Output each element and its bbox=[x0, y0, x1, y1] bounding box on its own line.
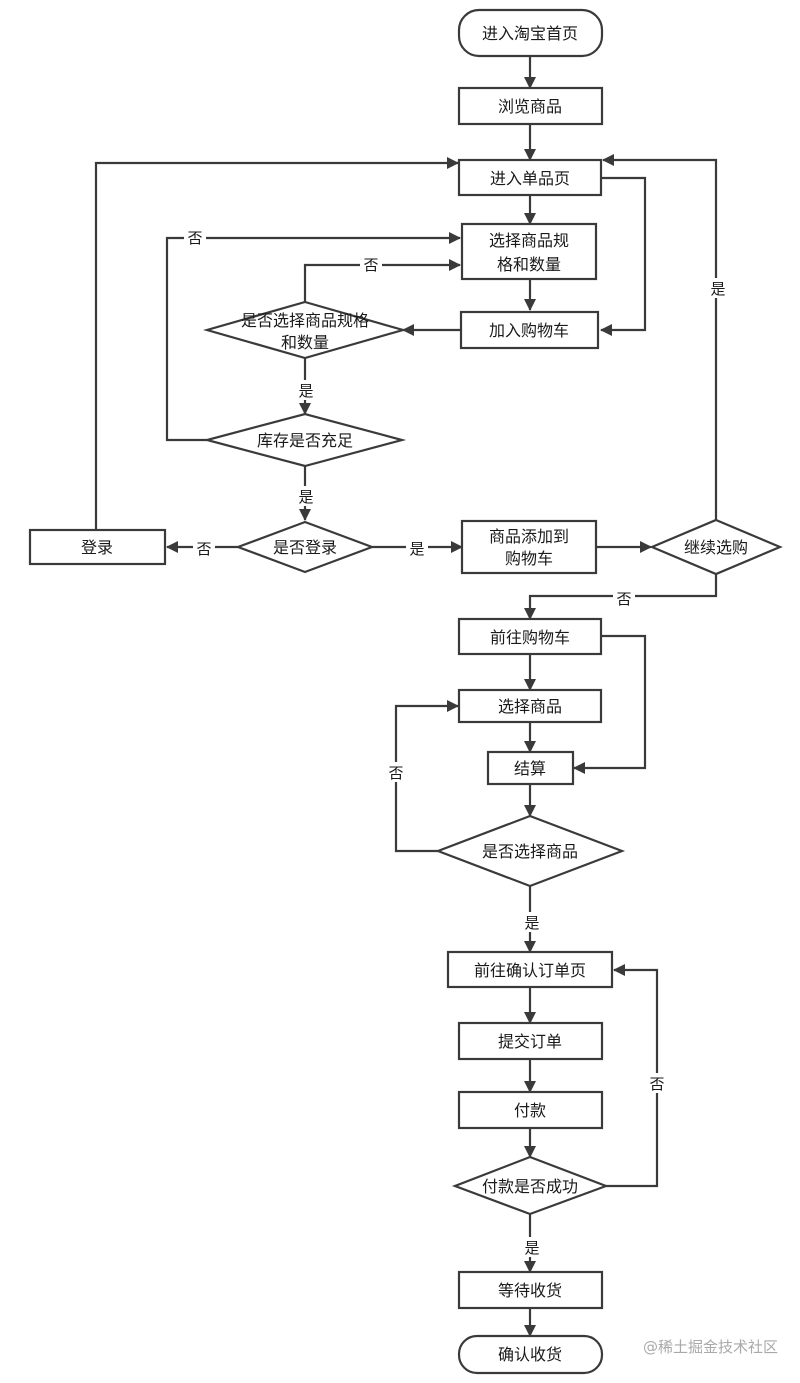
node-enter-home-label: 进入淘宝首页 bbox=[482, 24, 578, 43]
watermark: @稀土掘金技术社区 bbox=[643, 1338, 778, 1356]
node-pay-label: 付款 bbox=[514, 1101, 546, 1120]
node-enter-item-page: 进入单品页 bbox=[457, 158, 603, 197]
node-await-delivery-label: 等待收货 bbox=[498, 1281, 562, 1300]
node-goods-added-line1: 商品添加到 bbox=[489, 527, 569, 546]
node-checkout: 结算 bbox=[486, 750, 575, 786]
node-select-spec-line1: 选择商品规 bbox=[489, 231, 569, 250]
nodes: 进入淘宝首页 浏览商品 进入单品页 选择商品规 格和数量 加入购物车 是否选择商… bbox=[28, 8, 783, 1375]
label-payq-yes: 是 bbox=[524, 1239, 539, 1257]
edge-stockq-no bbox=[165, 232, 461, 442]
node-login-label: 登录 bbox=[81, 538, 113, 557]
node-select-goods: 选择商品 bbox=[457, 688, 603, 724]
node-enter-item-page-label: 进入单品页 bbox=[490, 169, 570, 188]
node-continue-shopping-q-label: 继续选购 bbox=[684, 538, 748, 557]
node-confirm-order-page: 前往确认订单页 bbox=[446, 950, 614, 989]
label-continue-yes: 是 bbox=[710, 280, 725, 298]
label-goodsq-no: 否 bbox=[388, 764, 403, 782]
node-add-to-cart-label: 加入购物车 bbox=[489, 321, 569, 340]
label-continue-no: 否 bbox=[616, 590, 631, 608]
node-pay-success-q-label: 付款是否成功 bbox=[482, 1177, 578, 1196]
edge-labels: 否 否 是 是 否 是 是 否 否 是 否 是 bbox=[184, 228, 729, 1257]
node-stock-enough-q-label: 库存是否充足 bbox=[257, 431, 353, 450]
node-pay: 付款 bbox=[457, 1090, 604, 1130]
node-goods-selected-q-label: 是否选择商品 bbox=[482, 842, 578, 861]
node-spec-selected-q: 是否选择商品规格 和数量 bbox=[202, 300, 408, 360]
node-enter-home: 进入淘宝首页 bbox=[457, 8, 604, 58]
node-stock-enough-q: 库存是否充足 bbox=[202, 412, 407, 468]
label-specq-no: 否 bbox=[363, 256, 378, 274]
node-await-delivery: 等待收货 bbox=[457, 1270, 604, 1310]
node-goods-selected-q: 是否选择商品 bbox=[434, 814, 626, 888]
label-loginq-yes: 是 bbox=[409, 540, 424, 558]
edge-login-to-item bbox=[94, 157, 459, 530]
node-pay-success-q: 付款是否成功 bbox=[451, 1155, 610, 1216]
node-select-spec: 选择商品规 格和数量 bbox=[460, 222, 598, 281]
node-confirm-receipt: 确认收货 bbox=[457, 1334, 604, 1375]
label-stockq-no: 否 bbox=[187, 229, 202, 247]
node-go-to-cart-label: 前往购物车 bbox=[490, 628, 570, 647]
node-continue-shopping-q: 继续选购 bbox=[649, 518, 783, 576]
node-checkout-label: 结算 bbox=[514, 759, 546, 778]
edge-continue-yes bbox=[602, 154, 718, 520]
node-spec-selected-q-line2: 和数量 bbox=[281, 333, 329, 352]
label-loginq-no: 否 bbox=[196, 540, 211, 558]
edge-specq-no bbox=[303, 259, 461, 302]
edge-cart-to-checkout bbox=[573, 634, 647, 774]
node-browse-goods-label: 浏览商品 bbox=[498, 97, 562, 116]
node-submit-order-label: 提交订单 bbox=[498, 1032, 562, 1051]
node-spec-selected-q-line1: 是否选择商品规格 bbox=[241, 311, 369, 330]
node-goods-added-line2: 购物车 bbox=[505, 549, 553, 568]
node-submit-order: 提交订单 bbox=[457, 1021, 604, 1061]
node-logged-in-q: 是否登录 bbox=[234, 520, 376, 574]
label-stockq-yes: 是 bbox=[298, 488, 313, 506]
node-go-to-cart: 前往购物车 bbox=[457, 617, 603, 656]
node-confirm-receipt-label: 确认收货 bbox=[498, 1345, 562, 1364]
node-browse-goods: 浏览商品 bbox=[457, 86, 604, 126]
edge-item-to-addcart bbox=[600, 176, 647, 336]
label-specq-yes: 是 bbox=[298, 382, 313, 400]
label-goodsq-yes: 是 bbox=[524, 914, 539, 932]
node-select-spec-line2: 格和数量 bbox=[497, 255, 561, 274]
label-payq-no: 否 bbox=[649, 1075, 664, 1093]
node-goods-added: 商品添加到 购物车 bbox=[460, 519, 598, 575]
node-select-goods-label: 选择商品 bbox=[498, 697, 562, 716]
node-login: 登录 bbox=[28, 528, 167, 566]
node-confirm-order-page-label: 前往确认订单页 bbox=[474, 961, 586, 980]
node-add-to-cart: 加入购物车 bbox=[459, 310, 600, 350]
node-logged-in-q-label: 是否登录 bbox=[273, 538, 337, 557]
